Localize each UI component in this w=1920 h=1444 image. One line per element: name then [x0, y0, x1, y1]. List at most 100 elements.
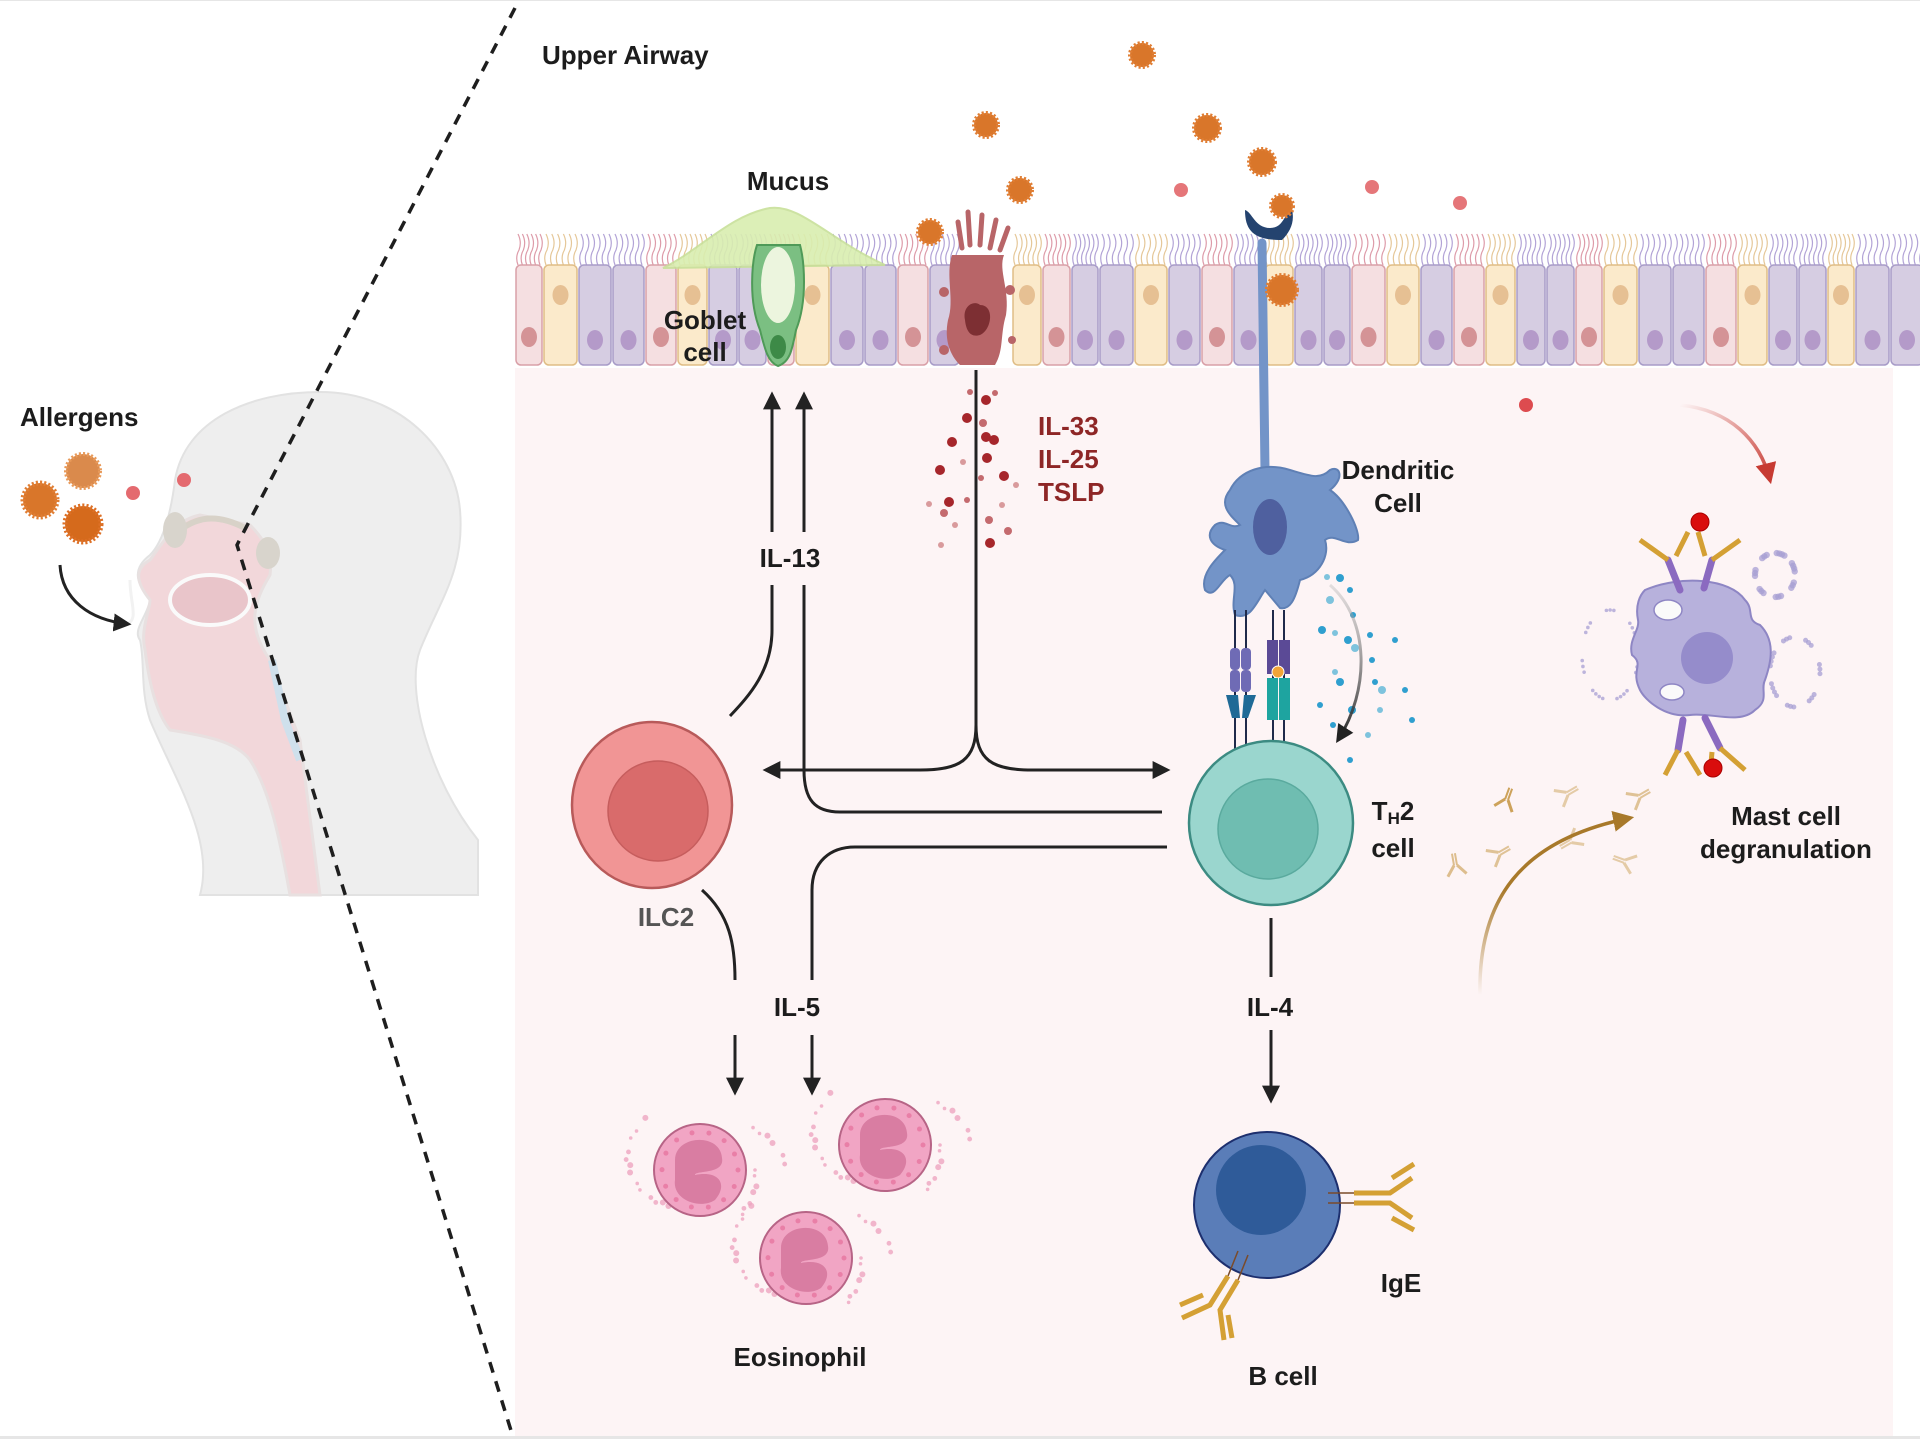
th2-cell — [1187, 739, 1355, 907]
allergen-particle — [64, 452, 102, 490]
ige-antibody — [1485, 845, 1511, 868]
alarmin-particle — [960, 459, 966, 465]
allergen-particle — [1006, 176, 1034, 204]
allergen-dot — [177, 473, 191, 487]
cytokine-particle — [1326, 596, 1334, 604]
ige-label: IgE — [1380, 1268, 1422, 1298]
ige-antibody — [1493, 787, 1514, 813]
epithelial-cell — [1323, 233, 1351, 366]
cytokine-particle — [1332, 669, 1338, 675]
top-border — [0, 0, 1920, 1]
dendritic-cell — [1203, 193, 1360, 617]
alarmin-label-tslp: TSLP — [1038, 477, 1105, 507]
alarmin-particle — [964, 497, 970, 503]
allergen-particle — [1128, 41, 1156, 69]
epithelial-cell — [864, 233, 897, 366]
alarmin-particle — [962, 413, 972, 423]
cytokine-particle — [1344, 636, 1352, 644]
inhalation-arrow — [58, 564, 132, 632]
ige-antibody — [1446, 853, 1468, 878]
ige-antibody — [1625, 788, 1651, 811]
bottom-border — [0, 1436, 1920, 1439]
airborne-allergens — [916, 41, 1533, 412]
goblet-cell-label-line1: Goblet — [663, 305, 747, 335]
th2-label-suffix: 2 — [1399, 796, 1415, 826]
epithelial-cell — [1071, 233, 1099, 366]
b-cell — [1179, 1131, 1416, 1341]
epithelial-cell — [1485, 233, 1516, 366]
alarmin-particle — [944, 497, 954, 507]
epithelial-cell — [1575, 233, 1603, 366]
epithelium-layer — [515, 233, 1920, 366]
eosinophil — [623, 1114, 788, 1217]
allergen-particle — [1192, 113, 1222, 143]
mast-cell-label-line1: Mast cell — [1731, 801, 1841, 831]
alarmin-particle — [985, 516, 993, 524]
cytokine-particle — [1347, 587, 1353, 593]
allergen-particle — [916, 218, 944, 246]
ilc2-label: ILC2 — [637, 902, 695, 932]
epithelial-cell — [1134, 233, 1168, 366]
epithelial-cell — [1099, 233, 1134, 366]
eosinophil — [808, 1089, 973, 1192]
th2-cell-label-line2: cell — [1371, 833, 1415, 863]
ige-antibody — [1612, 854, 1638, 875]
signalling-pathway-lines — [701, 370, 1280, 1104]
allergen-cluster-left — [20, 452, 191, 632]
th2-label-subscript: H — [1387, 809, 1400, 828]
alarmin-particle — [952, 522, 958, 528]
epithelial-cell — [612, 233, 645, 366]
epithelial-cell — [1827, 233, 1855, 366]
cytokine-particle — [1351, 644, 1359, 652]
cytokine-particle — [1367, 632, 1373, 638]
epithelial-cell — [1672, 233, 1705, 366]
alarmin-to-th2-arrow — [974, 724, 1171, 779]
mast-cell — [1580, 403, 1823, 778]
th2-to-il5-line — [810, 845, 1167, 980]
dendritic-cell-label-line1: Dendritic — [1341, 455, 1455, 485]
allergen-dot — [1174, 183, 1188, 197]
eosinophil-cluster — [623, 1089, 973, 1305]
airway-panel-background — [515, 368, 1893, 1438]
cytokine-particle — [1377, 707, 1383, 713]
epithelial-cell — [1294, 233, 1323, 366]
free-ige-antibodies — [1446, 785, 1651, 878]
alarmin-particle — [1013, 482, 1019, 488]
epithelial-cell — [677, 233, 708, 366]
mucus-label: Mucus — [746, 166, 830, 196]
allergen-particle — [62, 503, 104, 545]
allergen-particle — [972, 111, 1000, 139]
epithelial-cell — [1453, 233, 1485, 366]
epithelial-cell — [708, 233, 738, 366]
cytokine-particle — [1392, 637, 1398, 643]
allergen-dot — [126, 486, 140, 500]
ilc2-cell — [570, 720, 734, 890]
dendritic-secretion-particles — [1317, 574, 1415, 763]
alarmin-particle — [940, 509, 948, 517]
ilc2-to-il5-line — [701, 888, 737, 981]
epithelial-cell — [1386, 233, 1420, 366]
section-title-upper-airway: Upper Airway — [542, 40, 709, 70]
epithelial-cell — [645, 233, 677, 366]
alarmin-particle — [985, 538, 995, 548]
head-illustration — [124, 390, 479, 897]
epithelial-cell — [578, 233, 612, 366]
epithelial-cell — [1737, 233, 1768, 366]
cytokine-particle — [1369, 657, 1375, 663]
alarmin-particle — [1004, 527, 1012, 535]
cytokine-particle — [1372, 679, 1378, 685]
eosinophil — [729, 1202, 894, 1305]
cytokine-particle — [1330, 722, 1336, 728]
ige-antibody-right — [1328, 1161, 1416, 1233]
alarmin-particles — [926, 389, 1019, 548]
epithelial-cell — [543, 233, 578, 366]
cytokine-particle — [1378, 686, 1386, 694]
alarmin-particle — [938, 542, 944, 548]
th2-cell-label-line1: TH2 — [1372, 795, 1415, 835]
alarmin-particle — [989, 435, 999, 445]
allergen-dot — [1453, 196, 1467, 210]
goblet-cell-label-line2: cell — [683, 337, 727, 367]
cytokine-particle — [1347, 757, 1353, 763]
